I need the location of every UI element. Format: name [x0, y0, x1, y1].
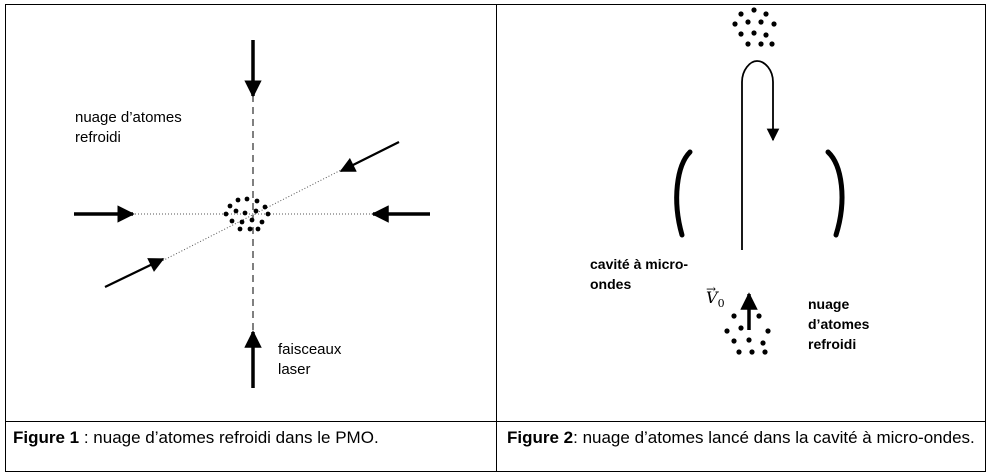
figure2-caption: Figure 2: nuage d’atomes lancé dans la c… [507, 428, 977, 447]
figure2-caption-title: Figure 2 [507, 428, 574, 447]
atom-cloud-top [732, 7, 777, 47]
laser-arrow-upper-right [339, 141, 400, 172]
figure2-cloud-label: nuage d’atomes refroidi [808, 296, 870, 352]
caption-divider [5, 421, 986, 422]
velocity-label: →V0 [706, 282, 725, 311]
vector-arrow-icon: → [706, 282, 717, 296]
figure2-caption-text: : nuage d’atomes lancé dans la cavité à … [573, 428, 975, 447]
cavity-wall-left [674, 149, 693, 238]
column-divider [496, 4, 497, 472]
atom-cloud-bottom [724, 313, 771, 355]
table-frame [5, 4, 986, 472]
figure2-diagram [674, 7, 845, 355]
atom-trajectory [741, 60, 780, 250]
figure1-laser-label: faisceaux laser [278, 341, 342, 378]
figure1-caption-text: : nuage d’atomes refroidi dans le PMO. [79, 428, 379, 447]
figure1-caption: Figure 1 : nuage d’atomes refroidi dans … [13, 428, 491, 447]
cavity-wall-right [825, 149, 845, 238]
atom-cloud-1 [223, 196, 271, 232]
figure1-diagram [74, 40, 430, 388]
figure2-cavity-label: cavité à micro- ondes [590, 256, 689, 292]
laser-arrow-lower-left [104, 258, 165, 288]
figure1-caption-title: Figure 1 [13, 428, 80, 447]
figure1-cloud-label: nuage d’atomes refroidi [75, 109, 182, 146]
